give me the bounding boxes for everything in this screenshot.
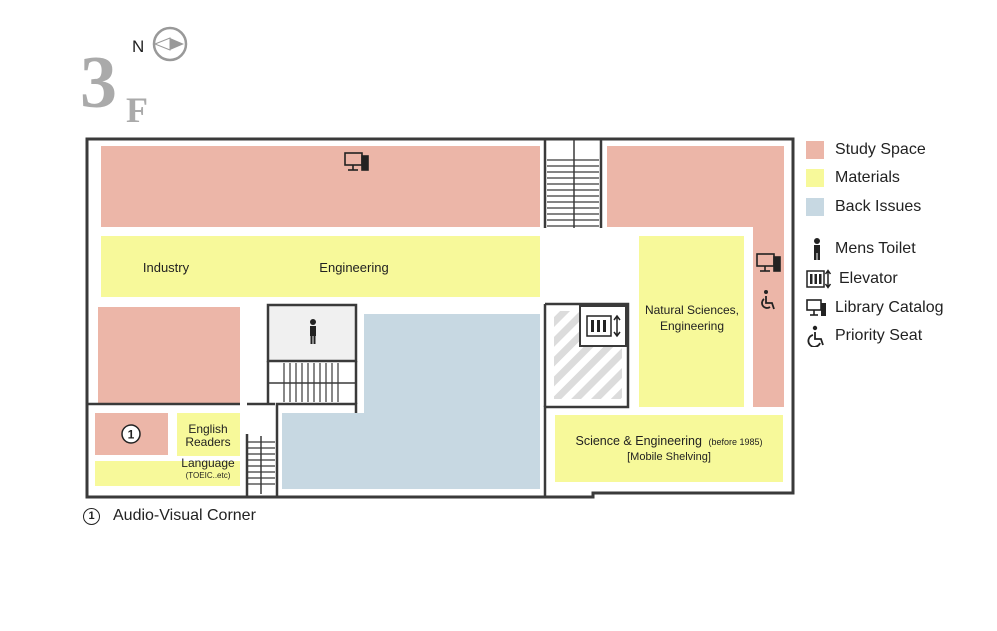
label-science-engineering-main: Science & Engineering [575, 434, 702, 448]
mens-toilet-icon [806, 238, 828, 260]
toilet-room [266, 303, 358, 363]
label-language: Language [181, 456, 235, 470]
elevator-icon [806, 268, 832, 290]
materials-swatch [806, 169, 824, 187]
label-engineering: Engineering [319, 260, 388, 275]
priority-seat-icon [761, 290, 775, 310]
priority-seat-icon [806, 325, 828, 347]
inner-walls [87, 302, 630, 497]
legend-label: Materials [835, 169, 900, 186]
label-natural-sciences: Natural Sciences, [645, 303, 739, 317]
study-space-west [98, 307, 240, 404]
legend-label: Back Issues [835, 198, 922, 215]
av-marker-number: 1 [128, 428, 135, 442]
legend-label: Library Catalog [835, 299, 944, 316]
legend-item-materials: Materials [806, 166, 900, 190]
label-readers: Readers [185, 435, 230, 449]
label-industry: Industry [143, 260, 190, 275]
library-catalog-icon [344, 152, 369, 171]
elevator-shaft [554, 305, 627, 399]
legend-label: Priority Seat [835, 327, 923, 344]
legend-item-elevator: Elevator [806, 267, 898, 291]
legend-item-library-catalog: Library Catalog [806, 296, 944, 320]
floor-suffix: F [126, 90, 148, 130]
legend-item-priority-seat: Priority Seat [806, 324, 922, 348]
legend-item-back-issues: Back Issues [806, 195, 921, 219]
upper-stairs [543, 139, 603, 228]
middle-stairs [266, 361, 358, 404]
label-natural-engineering: Engineering [660, 319, 724, 333]
floor-label: 3 F [80, 46, 160, 132]
legend-label: Elevator [839, 270, 898, 287]
legend-label: Study Space [835, 141, 926, 158]
materials-science-engineering [555, 415, 783, 482]
materials-natural-sciences [639, 236, 744, 407]
av-corner-note: 1 Audio-Visual Corner [83, 507, 256, 525]
legend-item-mens-toilet: Mens Toilet [806, 237, 916, 261]
elevator-icon [586, 314, 621, 338]
study-space-east [607, 146, 784, 407]
note-label: Audio-Visual Corner [113, 507, 256, 524]
av-corner-marker: 1 [121, 424, 141, 444]
lower-stairs [248, 436, 275, 494]
label-science-engineering: Science & Engineering (before 1985) [575, 434, 762, 448]
materials-industry-engineering [101, 236, 540, 297]
label-science-engineering-note: (before 1985) [708, 437, 762, 447]
compass-label: N [132, 37, 144, 56]
label-mobile-shelving: [Mobile Shelving] [627, 451, 711, 463]
back-issues-area [282, 314, 540, 489]
materials-language [95, 461, 240, 486]
label-toeic: (TOEIC..etc) [186, 471, 231, 480]
library-catalog-icon [756, 253, 781, 272]
floor-number: 3 [80, 42, 117, 124]
study-space-swatch [806, 141, 824, 159]
legend-label: Mens Toilet [835, 240, 916, 257]
mens-toilet-icon [310, 319, 316, 344]
materials-english-readers [177, 413, 240, 456]
legend-item-study-space: Study Space [806, 138, 926, 162]
back-issues-swatch [806, 198, 824, 216]
study-space-north [101, 146, 540, 227]
library-catalog-icon [806, 297, 828, 319]
label-english: English [188, 422, 227, 436]
note-marker: 1 [83, 507, 100, 525]
compass: N [132, 26, 188, 62]
